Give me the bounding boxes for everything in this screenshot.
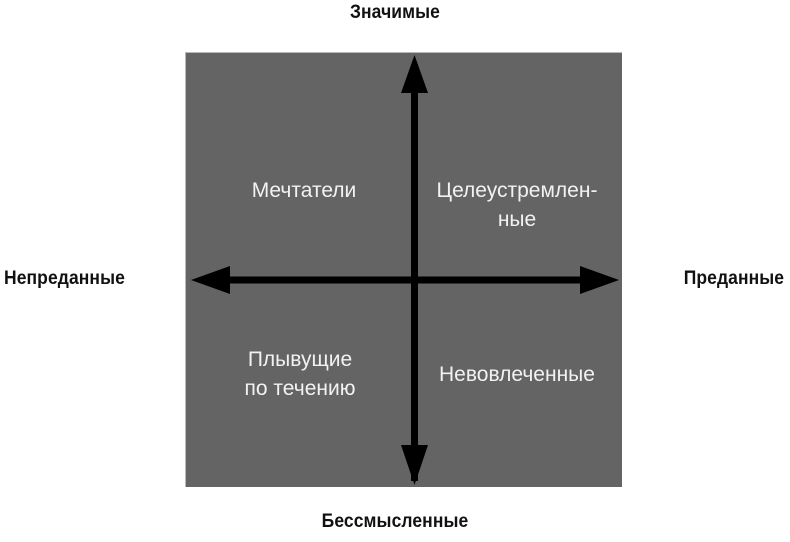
quadrant-label-bottom-left: Плывущие по течению xyxy=(244,348,356,400)
axes-cross-icon xyxy=(191,55,619,485)
quadrant-label-top-left: Мечтатели xyxy=(251,179,357,202)
axis-label-left: Непреданные xyxy=(4,268,125,289)
axis-label-bottom: Бессмысленные xyxy=(321,511,469,532)
quadrant-label-bottom-right: Невовлеченные xyxy=(439,363,595,386)
axis-label-right: Преданные xyxy=(683,268,784,289)
matrix-panel: Мечтатели Целеустремлен- ные Плывущие по… xyxy=(185,52,622,487)
axis-label-top: Значимые xyxy=(349,2,441,23)
quadrant-label-top-right: Целеустремлен- ные xyxy=(436,179,598,231)
